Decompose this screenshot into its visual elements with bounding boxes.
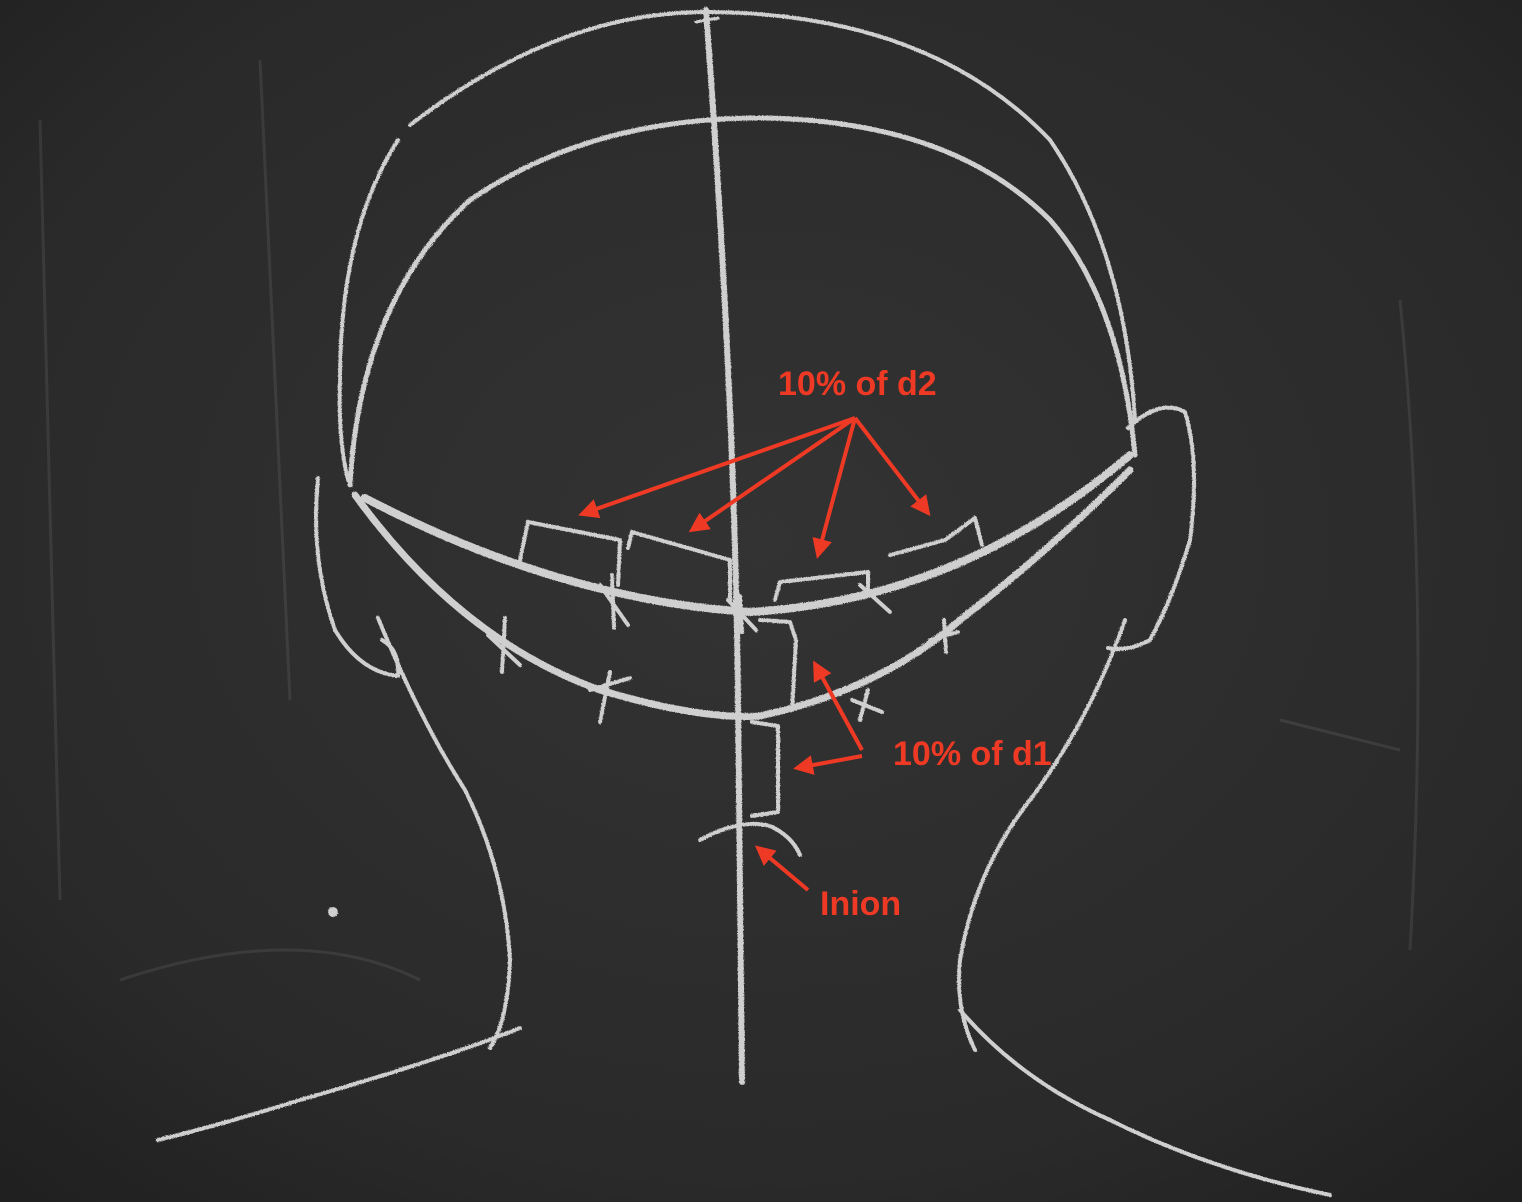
outer-head-left-side: [337, 138, 400, 482]
d2-box-2: [626, 530, 732, 602]
chalk-head-drawing: [156, 7, 1332, 1197]
d2-arrow-2: [688, 416, 857, 533]
d1-step-lower: [750, 720, 780, 818]
annotations: 10% of d2 10% of d1 Inion: [578, 365, 1052, 923]
inner-skull-outline: [347, 115, 1138, 488]
neck-right: [957, 618, 1127, 1052]
d1-step-upper: [758, 618, 798, 712]
board-smudges: [38, 59, 1420, 982]
chalk-dot: [328, 907, 338, 917]
d2-arrows: [578, 416, 931, 559]
lower-arc-marks: [486, 616, 960, 724]
d2-box-3: [773, 570, 870, 602]
upper-arc-marks: [598, 573, 892, 634]
d1-arrow-lower: [793, 754, 863, 775]
midline: [703, 7, 745, 1085]
inion-arc: [698, 821, 802, 857]
lower-arc: [351, 466, 1134, 720]
d2-arrow-3: [812, 417, 857, 559]
label-10pct-d1: 10% of d1: [893, 735, 1052, 773]
d2-box-4: [888, 516, 984, 557]
d2-arrow-4: [853, 416, 931, 517]
label-10pct-d2: 10% of d2: [778, 365, 937, 403]
shoulder-left: [156, 1026, 522, 1142]
label-inion: Inion: [820, 885, 901, 923]
neck-left: [376, 616, 512, 1050]
d1-arrow-upper: [813, 660, 864, 751]
shoulder-right: [958, 1008, 1332, 1197]
d2-arrow-1: [578, 416, 856, 519]
outer-head-outline: [408, 9, 1137, 422]
right-ear: [1106, 405, 1196, 651]
d2-box-1: [518, 520, 622, 587]
inion-arrow: [754, 845, 810, 892]
d1-arrows: [793, 660, 864, 775]
midline-top-tick: [694, 16, 720, 24]
upper-arc: [361, 451, 1134, 616]
